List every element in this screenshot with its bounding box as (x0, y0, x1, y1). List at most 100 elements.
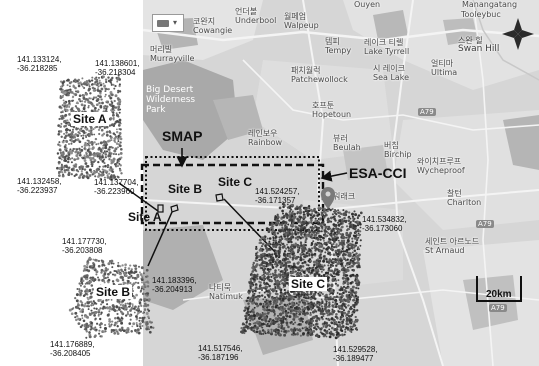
field-sample-dot (133, 265, 136, 268)
place-manangatang[interactable]: Manangatang (462, 0, 518, 9)
field-sample-dot (105, 298, 108, 302)
field-sample-dot (81, 100, 84, 103)
field-sample-dot (89, 322, 92, 325)
site-a-corner-bl: 141.132458, -36.223937 (17, 177, 62, 195)
field-sample-dot (58, 149, 61, 152)
field-sample-dot (109, 155, 112, 158)
field-sample-dot (118, 144, 122, 148)
field-sample-dot (97, 172, 100, 175)
field-sample-dot (67, 173, 71, 177)
field-sample-dot (113, 109, 116, 112)
field-sample-dot (92, 264, 96, 268)
field-sample-dot (67, 133, 71, 137)
field-sample-dot (128, 322, 132, 325)
field-sample-dot (116, 264, 120, 268)
field-sample-dot (120, 317, 123, 320)
field-sample-dot (86, 301, 89, 304)
place-warracknabeal[interactable]: 워래크 (333, 192, 356, 201)
field-sample-dot (75, 293, 79, 297)
field-sample-dot (118, 99, 122, 103)
field-sample-dot (102, 263, 105, 266)
place-big-desert[interactable]: Big Desert Wilderness Park (146, 85, 196, 115)
field-sample-dot (67, 151, 70, 154)
field-sample-dot (119, 141, 122, 144)
field-sample-dot (84, 91, 88, 95)
place-tooleybuc[interactable]: Tooleybuc (461, 10, 501, 19)
field-sample-dot (69, 135, 72, 139)
field-sample-dot (119, 135, 122, 138)
field-sample-dot (117, 165, 119, 167)
field-sample-dot (103, 144, 105, 146)
field-sample-dot (80, 170, 83, 173)
field-sample-dot (134, 277, 138, 280)
field-sample-dot (88, 168, 92, 172)
field-sample-dot (81, 156, 85, 160)
field-sample-dot (67, 171, 71, 175)
field-sample-dot (89, 156, 92, 159)
field-sample-dot (134, 267, 138, 270)
field-sample-dot (121, 328, 124, 331)
field-sample-dot (80, 281, 84, 285)
field-sample-dot (83, 100, 87, 103)
field-sample-dot (70, 138, 73, 141)
field-sample-dot (85, 92, 88, 95)
field-sample-dot (92, 303, 95, 306)
field-sample-dot (93, 268, 96, 271)
field-sample-dot (104, 153, 108, 156)
field-sample-dot (75, 169, 79, 172)
field-sample-dot (90, 326, 93, 329)
field-sample-dot (67, 152, 70, 155)
field-sample-dot (72, 99, 75, 102)
field-sample-dot (102, 82, 105, 85)
field-sample-dot (102, 156, 104, 159)
place-ouyen[interactable]: Ouyen (354, 0, 381, 9)
field-sample-dot (81, 85, 84, 88)
field-sample-dot (91, 156, 95, 160)
field-sample-dot (81, 137, 85, 140)
field-sample-dot (99, 104, 103, 108)
field-sample-dot (104, 330, 107, 333)
map-layer-selector[interactable]: ▾ (152, 14, 184, 32)
field-sample-dot (89, 280, 93, 284)
field-sample-dot (91, 146, 95, 150)
field-sample-dot (61, 110, 64, 113)
field-sample-dot (102, 261, 105, 264)
field-sample-dot (71, 106, 74, 109)
field-sample-dot (122, 305, 126, 309)
field-sample-dot (91, 147, 94, 151)
field-sample-dot (59, 125, 62, 128)
field-sample-dot (88, 80, 92, 83)
field-sample-dot (117, 137, 120, 140)
field-sample-dot (96, 82, 99, 86)
field-sample-dot (116, 78, 119, 81)
field-sample-dot (58, 117, 61, 121)
field-sample-dot (91, 265, 95, 269)
field-sample-dot (78, 148, 81, 152)
field-sample-dot (57, 124, 61, 127)
field-sample-dot (132, 264, 135, 267)
field-sample-dot (109, 145, 113, 149)
field-sample-dot (109, 324, 113, 327)
field-sample-dot (86, 150, 89, 153)
field-sample-dot (100, 171, 103, 174)
field-sample-dot (97, 264, 101, 268)
field-sample-dot (138, 271, 141, 274)
